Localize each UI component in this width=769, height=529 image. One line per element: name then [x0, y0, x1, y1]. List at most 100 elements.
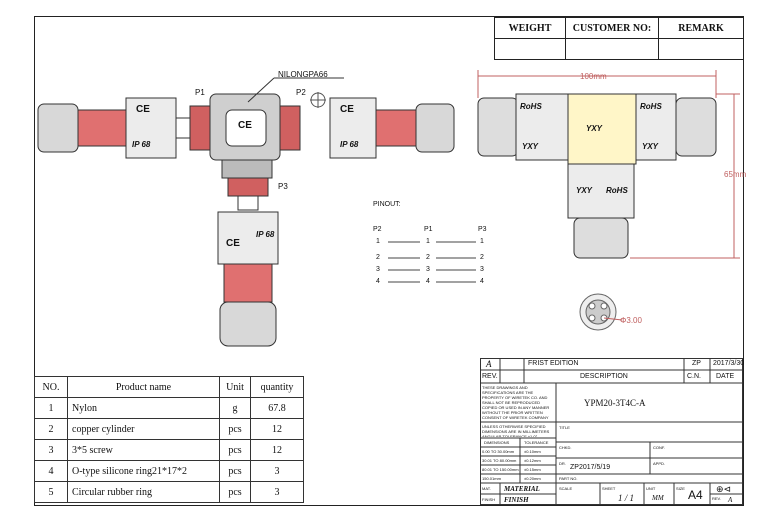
- notice: THESE DRAWINGS AND SPECIFICATIONS ARE TH…: [482, 385, 550, 421]
- fin-label: FINISH: [482, 497, 496, 502]
- rohs-right: RoHS: [640, 102, 662, 111]
- pinout-cell: 3: [426, 266, 430, 273]
- yxy-bottom: YXY: [576, 186, 593, 195]
- right-view: [477, 70, 740, 259]
- finish-value: FINISH: [504, 496, 529, 504]
- tol-value: ±0.20mm: [524, 476, 541, 481]
- size-label: SIZE: [676, 486, 685, 491]
- yxy-left: YXY: [522, 142, 539, 151]
- unit-label: UNIT: [646, 486, 656, 491]
- cn-header: C.N.: [687, 373, 701, 380]
- part-no-label: PART NO.: [559, 476, 578, 481]
- ce-center: CE: [238, 120, 252, 131]
- bom-header: Unit: [219, 376, 251, 398]
- tol-value: ±0.15mm: [524, 467, 541, 472]
- title-label: TITLE: [559, 425, 570, 430]
- rev-letter: A: [486, 359, 492, 369]
- tol-range: 0.00 TO 30.00mm: [482, 449, 515, 454]
- bom-header: Product name: [67, 376, 220, 398]
- ce-bottom: CE: [226, 238, 240, 249]
- table-row: 1 Nylon g 67.8: [34, 397, 304, 419]
- tol-range: 80.01 TO 150.00mm: [482, 467, 519, 472]
- tol-value: ±0.10mm: [524, 449, 541, 454]
- header-table: WEIGHT CUSTOMER NO: REMARK: [494, 17, 744, 60]
- bom-table: NO. Product name Unit quantity 1 Nylon g…: [34, 376, 304, 503]
- pinout-title: PINOUT:: [373, 201, 401, 208]
- tol-range: 30.01 TO 80.00mm: [482, 458, 517, 463]
- pinout-lines: [388, 241, 476, 283]
- center-body: [209, 93, 281, 179]
- table-row: 4 O-type silicone ring21*17*2 pcs 3: [34, 460, 304, 482]
- bom-header: NO.: [34, 376, 68, 398]
- p1-label: P1: [195, 88, 205, 97]
- appd-label: APPD.: [653, 461, 666, 466]
- table-row: 5 Circular rubber ring pcs 3: [34, 481, 304, 503]
- size-value: A4: [688, 488, 703, 502]
- table-row: 3 3*5 screw pcs 12: [34, 439, 304, 461]
- pinout-cell: 3: [480, 266, 484, 273]
- pinout-cell: 1: [376, 238, 380, 245]
- tol-range: 150.01mm: [482, 476, 501, 481]
- drawing-frame: [34, 16, 744, 506]
- pinout-cell: 2: [376, 254, 380, 261]
- rev-label: REV.: [712, 496, 721, 501]
- material-callout: NILONGPA66: [278, 70, 328, 79]
- ip68-right: IP 68: [340, 140, 359, 149]
- bottom-arm: [217, 177, 279, 347]
- description-header: DESCRIPTION: [580, 373, 628, 380]
- p2-label: P2: [296, 88, 306, 97]
- rev-date: 2017/3/30: [713, 360, 745, 367]
- pinout-header-p3: P3: [478, 226, 487, 233]
- title-block-lines: [480, 358, 743, 505]
- p3-label: P3: [278, 182, 288, 191]
- mat-label: MAT.: [482, 486, 491, 491]
- dr-label: DR.: [559, 461, 566, 466]
- rohs-bottom: RoHS: [606, 186, 628, 195]
- yxy-center: YXY: [586, 124, 603, 133]
- pinout-cell: 3: [376, 266, 380, 273]
- unit-value: MM: [652, 494, 664, 502]
- projection-icon: ⊕⊲: [716, 484, 732, 494]
- bom-header: quantity: [250, 376, 304, 398]
- chkd-label: CHKD.: [559, 445, 572, 450]
- rev-header: REV.: [482, 373, 498, 380]
- pinout-cell: 1: [426, 238, 430, 245]
- pinout-cell: 1: [480, 238, 484, 245]
- pinout-header-p1: P1: [424, 226, 433, 233]
- ip68-bottom: IP 68: [256, 230, 275, 239]
- sheet-value: 1 / 1: [618, 493, 635, 503]
- edition: FRIST EDITION: [528, 360, 579, 367]
- dim-height: 65mm: [724, 170, 747, 179]
- material-value: MATERIAL: [504, 485, 540, 493]
- title-block: A FRIST EDITION ZP 2017/3/30 REV. DESCRI…: [480, 358, 745, 505]
- ip68-left: IP 68: [132, 140, 151, 149]
- pinout-cell: 4: [480, 278, 484, 285]
- drawn-value: ZP2017/5/19: [570, 464, 611, 471]
- tolerance-header: TOLERANCE: [524, 440, 549, 445]
- tolerance-note: UNLESS OTHERWISE SPECIFIED DIMENSIONS AR…: [482, 424, 550, 437]
- rev-value: A: [728, 496, 733, 504]
- part-number: YPM20-3T4C-A: [584, 398, 646, 408]
- dim-hole: Φ3.00: [620, 316, 642, 325]
- dim-width: 100mm: [580, 72, 607, 81]
- table-row: 2 copper cylinder pcs 12: [34, 418, 304, 440]
- pinout-header-p2: P2: [373, 226, 382, 233]
- ce-right: CE: [340, 104, 354, 115]
- ce-left: CE: [136, 104, 150, 115]
- scale-label: SCALE: [559, 486, 573, 491]
- left-arm: [37, 97, 211, 159]
- pinout-cell: 4: [426, 278, 430, 285]
- yxy-right: YXY: [642, 142, 659, 151]
- pin-face: [579, 293, 623, 331]
- conf-label: CONF.: [653, 445, 665, 450]
- pinout-cell: 2: [480, 254, 484, 261]
- pinout-cell: 2: [426, 254, 430, 261]
- sheet-label: SHEET: [602, 486, 616, 491]
- dimensions-header: DIMENSIONS: [484, 440, 510, 445]
- pinout-cell: 4: [376, 278, 380, 285]
- zp: ZP: [692, 360, 701, 367]
- date-header: DATE: [716, 373, 735, 380]
- right-arm: [279, 92, 455, 159]
- tol-value: ±0.12mm: [524, 458, 541, 463]
